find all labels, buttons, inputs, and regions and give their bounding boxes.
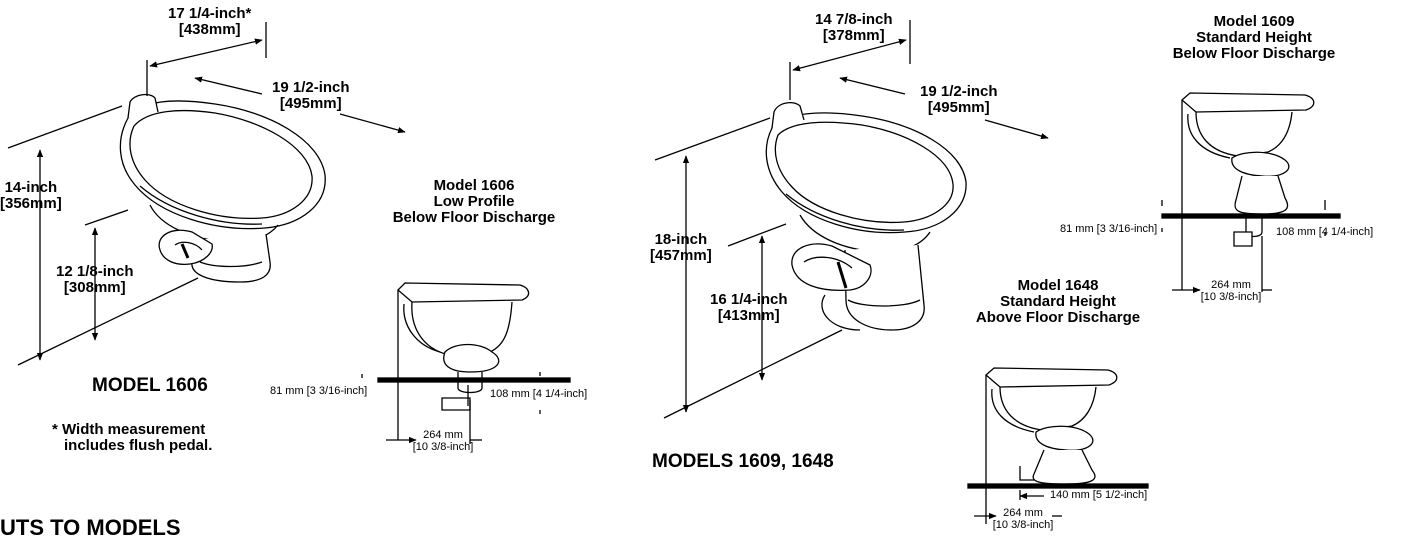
rough-in-inch: [10 3/8-inch] — [992, 518, 1054, 531]
model-1609-right-offset: 108 mm [4 1/4-inch] — [1276, 226, 1374, 238]
model-1606-right-offset: 108 mm [4 1/4-inch] — [490, 388, 588, 400]
detail-title-line-2: Low Profile — [433, 192, 515, 210]
model-1606-title: MODEL 1606 — [92, 375, 208, 396]
detail-title-line-1: Model 1606 — [433, 177, 515, 194]
model-1609-toilet-drawing — [765, 101, 967, 331]
detail-title-line-3: Below Floor Discharge — [1172, 44, 1336, 62]
rough-in-mm: 264 mm — [1003, 507, 1043, 519]
width-footnote: * Width measurement includes flush pedal… — [52, 422, 212, 454]
seat-height-inch: 16 1/4-inch — [710, 291, 788, 308]
model-1609-rough-in: 264 mm [10 3/8-inch] — [1196, 279, 1266, 303]
model-1609-detail-title: Model 1609 Standard Height Below Floor D… — [1152, 14, 1356, 61]
depth-mm: [495mm] — [927, 98, 990, 116]
section-heading: UTS TO MODELS — [0, 515, 181, 540]
width-inch: 17 1/4-inch* — [168, 5, 252, 22]
model-1609-detail-dims — [1161, 100, 1326, 294]
seat-height-inch: 12 1/8-inch — [56, 263, 134, 280]
models-1609-1648-title: MODELS 1609, 1648 — [652, 451, 834, 472]
height-mm: [356mm] — [0, 194, 62, 212]
footnote-line-1: * Width measurement — [52, 421, 206, 438]
detail-title-line-1: Model 1648 — [1017, 277, 1099, 294]
seat-height-mm: [308mm] — [63, 278, 126, 296]
model-1648-pipe-offset: 140 mm [5 1/2-inch] — [1050, 489, 1148, 501]
model-1606-side-view — [377, 282, 571, 411]
model-1609-width-label: 14 7/8-inch [378mm] — [815, 12, 893, 44]
model-1609-seat-height-label: 16 1/4-inch [413mm] — [710, 292, 788, 324]
width-inch: 14 7/8-inch — [815, 11, 893, 28]
depth-inch: 19 1/2-inch — [920, 83, 998, 100]
rough-in-mm: 264 mm — [423, 429, 463, 441]
model-1606-rough-in: 264 mm [10 3/8-inch] — [408, 429, 478, 453]
model-1606-detail-dims — [361, 290, 541, 444]
model-1648-side-view — [967, 367, 1149, 489]
model-1606-dimension-lines — [7, 22, 406, 366]
width-mm: [378mm] — [822, 26, 885, 44]
seat-height-mm: [413mm] — [717, 306, 780, 324]
model-1606-height-label: 14-inch [356mm] — [0, 180, 62, 212]
model-1606-width-label: 17 1/4-inch* [438mm] — [168, 6, 251, 38]
detail-title-line-2: Standard Height — [1196, 28, 1312, 46]
footnote-line-2: includes flush pedal. — [64, 436, 213, 454]
height-mm: [457mm] — [650, 246, 712, 264]
detail-title-line-1: Model 1609 — [1213, 13, 1295, 30]
width-mm: [438mm] — [178, 20, 241, 38]
model-1606-depth-label: 19 1/2-inch [495mm] — [272, 80, 350, 112]
model-1609-height-label: 18-inch [457mm] — [650, 232, 712, 264]
model-1609-depth-label: 19 1/2-inch [495mm] — [920, 84, 998, 116]
model-1648-rough-in: 264 mm [10 3/8-inch] — [986, 507, 1060, 531]
depth-inch: 19 1/2-inch — [272, 79, 350, 96]
rough-in-inch: [10 3/8-inch] — [412, 440, 474, 453]
model-1606-detail-title: Model 1606 Low Profile Below Floor Disch… — [372, 178, 576, 225]
model-1606-toilet-drawing — [119, 93, 326, 283]
model-1609-dimension-lines — [654, 20, 1049, 419]
height-inch: 18-inch — [654, 231, 708, 248]
rough-in-inch: [10 3/8-inch] — [1200, 290, 1262, 303]
model-1606-seat-height-label: 12 1/8-inch [308mm] — [56, 264, 134, 296]
model-1609-side-view — [1161, 92, 1341, 247]
model-1648-detail-dims — [974, 375, 1062, 524]
depth-mm: [495mm] — [279, 94, 342, 112]
detail-title-line-3: Below Floor Discharge — [392, 208, 556, 226]
height-inch: 14-inch — [4, 179, 58, 196]
model-1648-detail-title: Model 1648 Standard Height Above Floor D… — [956, 278, 1160, 325]
model-1606-left-offset: 81 mm [3 3/16-inch] — [270, 385, 368, 397]
rough-in-mm: 264 mm — [1211, 279, 1251, 291]
detail-title-line-2: Standard Height — [1000, 292, 1116, 310]
model-1609-left-offset: 81 mm [3 3/16-inch] — [1060, 223, 1158, 235]
detail-title-line-3: Above Floor Discharge — [975, 308, 1141, 326]
